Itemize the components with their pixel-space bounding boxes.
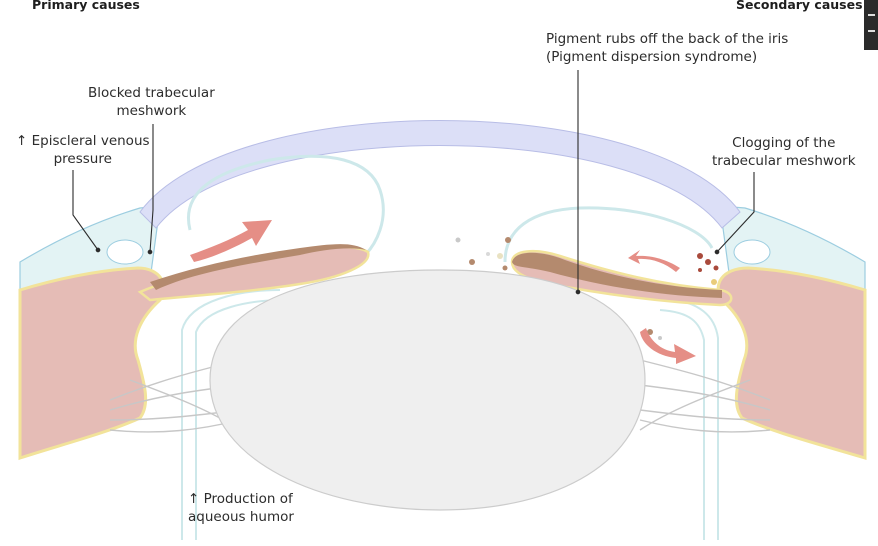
label-pigment-line-2: (Pigment dispersion syndrome): [546, 49, 758, 65]
label-episcleral-venous-pressure: ↑ Episcleral venous pressure: [16, 132, 150, 168]
aqueous-arrow-left: [190, 220, 272, 262]
header-primary-causes: Primary causes: [32, 0, 140, 12]
label-blocked-line-2: meshwork: [116, 103, 187, 119]
leader-lines: [72, 70, 755, 295]
label-clogging-trabecular-meshwork: Clogging of the trabecular meshwork: [712, 134, 856, 170]
corner-toolbar-tab[interactable]: [864, 0, 878, 50]
aqueous-loop-left: [187, 154, 385, 257]
label-pigment-rubs-off: Pigment rubs off the back of the iris (P…: [546, 30, 788, 66]
label-blocked-trabecular-meshwork: Blocked trabecular meshwork: [88, 84, 215, 120]
label-blocked-line-1: Blocked trabecular: [88, 85, 215, 101]
header-secondary-causes: Secondary causes: [736, 0, 863, 12]
aqueous-flow-right: [659, 297, 719, 540]
aqueous-arrow-right-upper: [628, 250, 680, 272]
aqueous-loop-right: [503, 206, 714, 263]
label-aqueous-line-1: ↑ Production of: [188, 491, 293, 507]
label-clogging-line-2: trabecular meshwork: [712, 153, 856, 169]
label-episcleral-line-2: pressure: [53, 151, 112, 167]
cornea: [139, 120, 741, 229]
label-episcleral-line-1: ↑ Episcleral venous: [16, 133, 150, 149]
label-aqueous-humor-production: ↑ Production of aqueous humor: [188, 490, 294, 526]
zonules-right: [639, 359, 771, 433]
label-aqueous-line-2: aqueous humor: [188, 509, 294, 525]
ciliary-body-right: [716, 266, 867, 461]
label-pigment-line-1: Pigment rubs off the back of the iris: [546, 31, 789, 47]
corner-tab-mark-2: [868, 30, 875, 32]
iris-pigment-right: [512, 252, 722, 298]
trabecular-meshwork-left: [106, 239, 144, 265]
corner-tab-mark-1: [868, 14, 875, 16]
aqueous-arrow-right-lower: [640, 328, 696, 364]
pigment-particles: [455, 237, 719, 340]
lens: [209, 269, 646, 511]
trabecular-meshwork-right: [733, 239, 771, 265]
label-clogging-line-1: Clogging of the: [732, 135, 836, 151]
ciliary-body-left: [18, 266, 166, 461]
